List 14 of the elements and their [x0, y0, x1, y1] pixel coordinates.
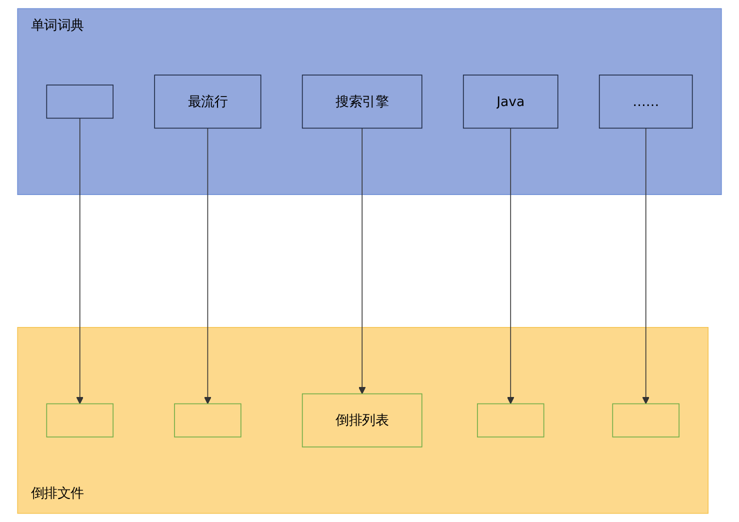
- arrow: [76, 118, 84, 404]
- node-box: [46, 403, 114, 438]
- arrow: [642, 128, 650, 404]
- arrow: [204, 128, 212, 404]
- node-box: 搜索引擎: [302, 74, 422, 129]
- node-box: [477, 403, 544, 438]
- arrow: [358, 128, 366, 394]
- arrow: [506, 128, 514, 404]
- node-box: [46, 84, 114, 119]
- node-box: 最流行: [154, 74, 262, 129]
- node-box: [174, 403, 242, 438]
- node-box: ……: [598, 74, 693, 129]
- node-box: [612, 403, 680, 438]
- node-box: 倒排列表: [302, 393, 422, 448]
